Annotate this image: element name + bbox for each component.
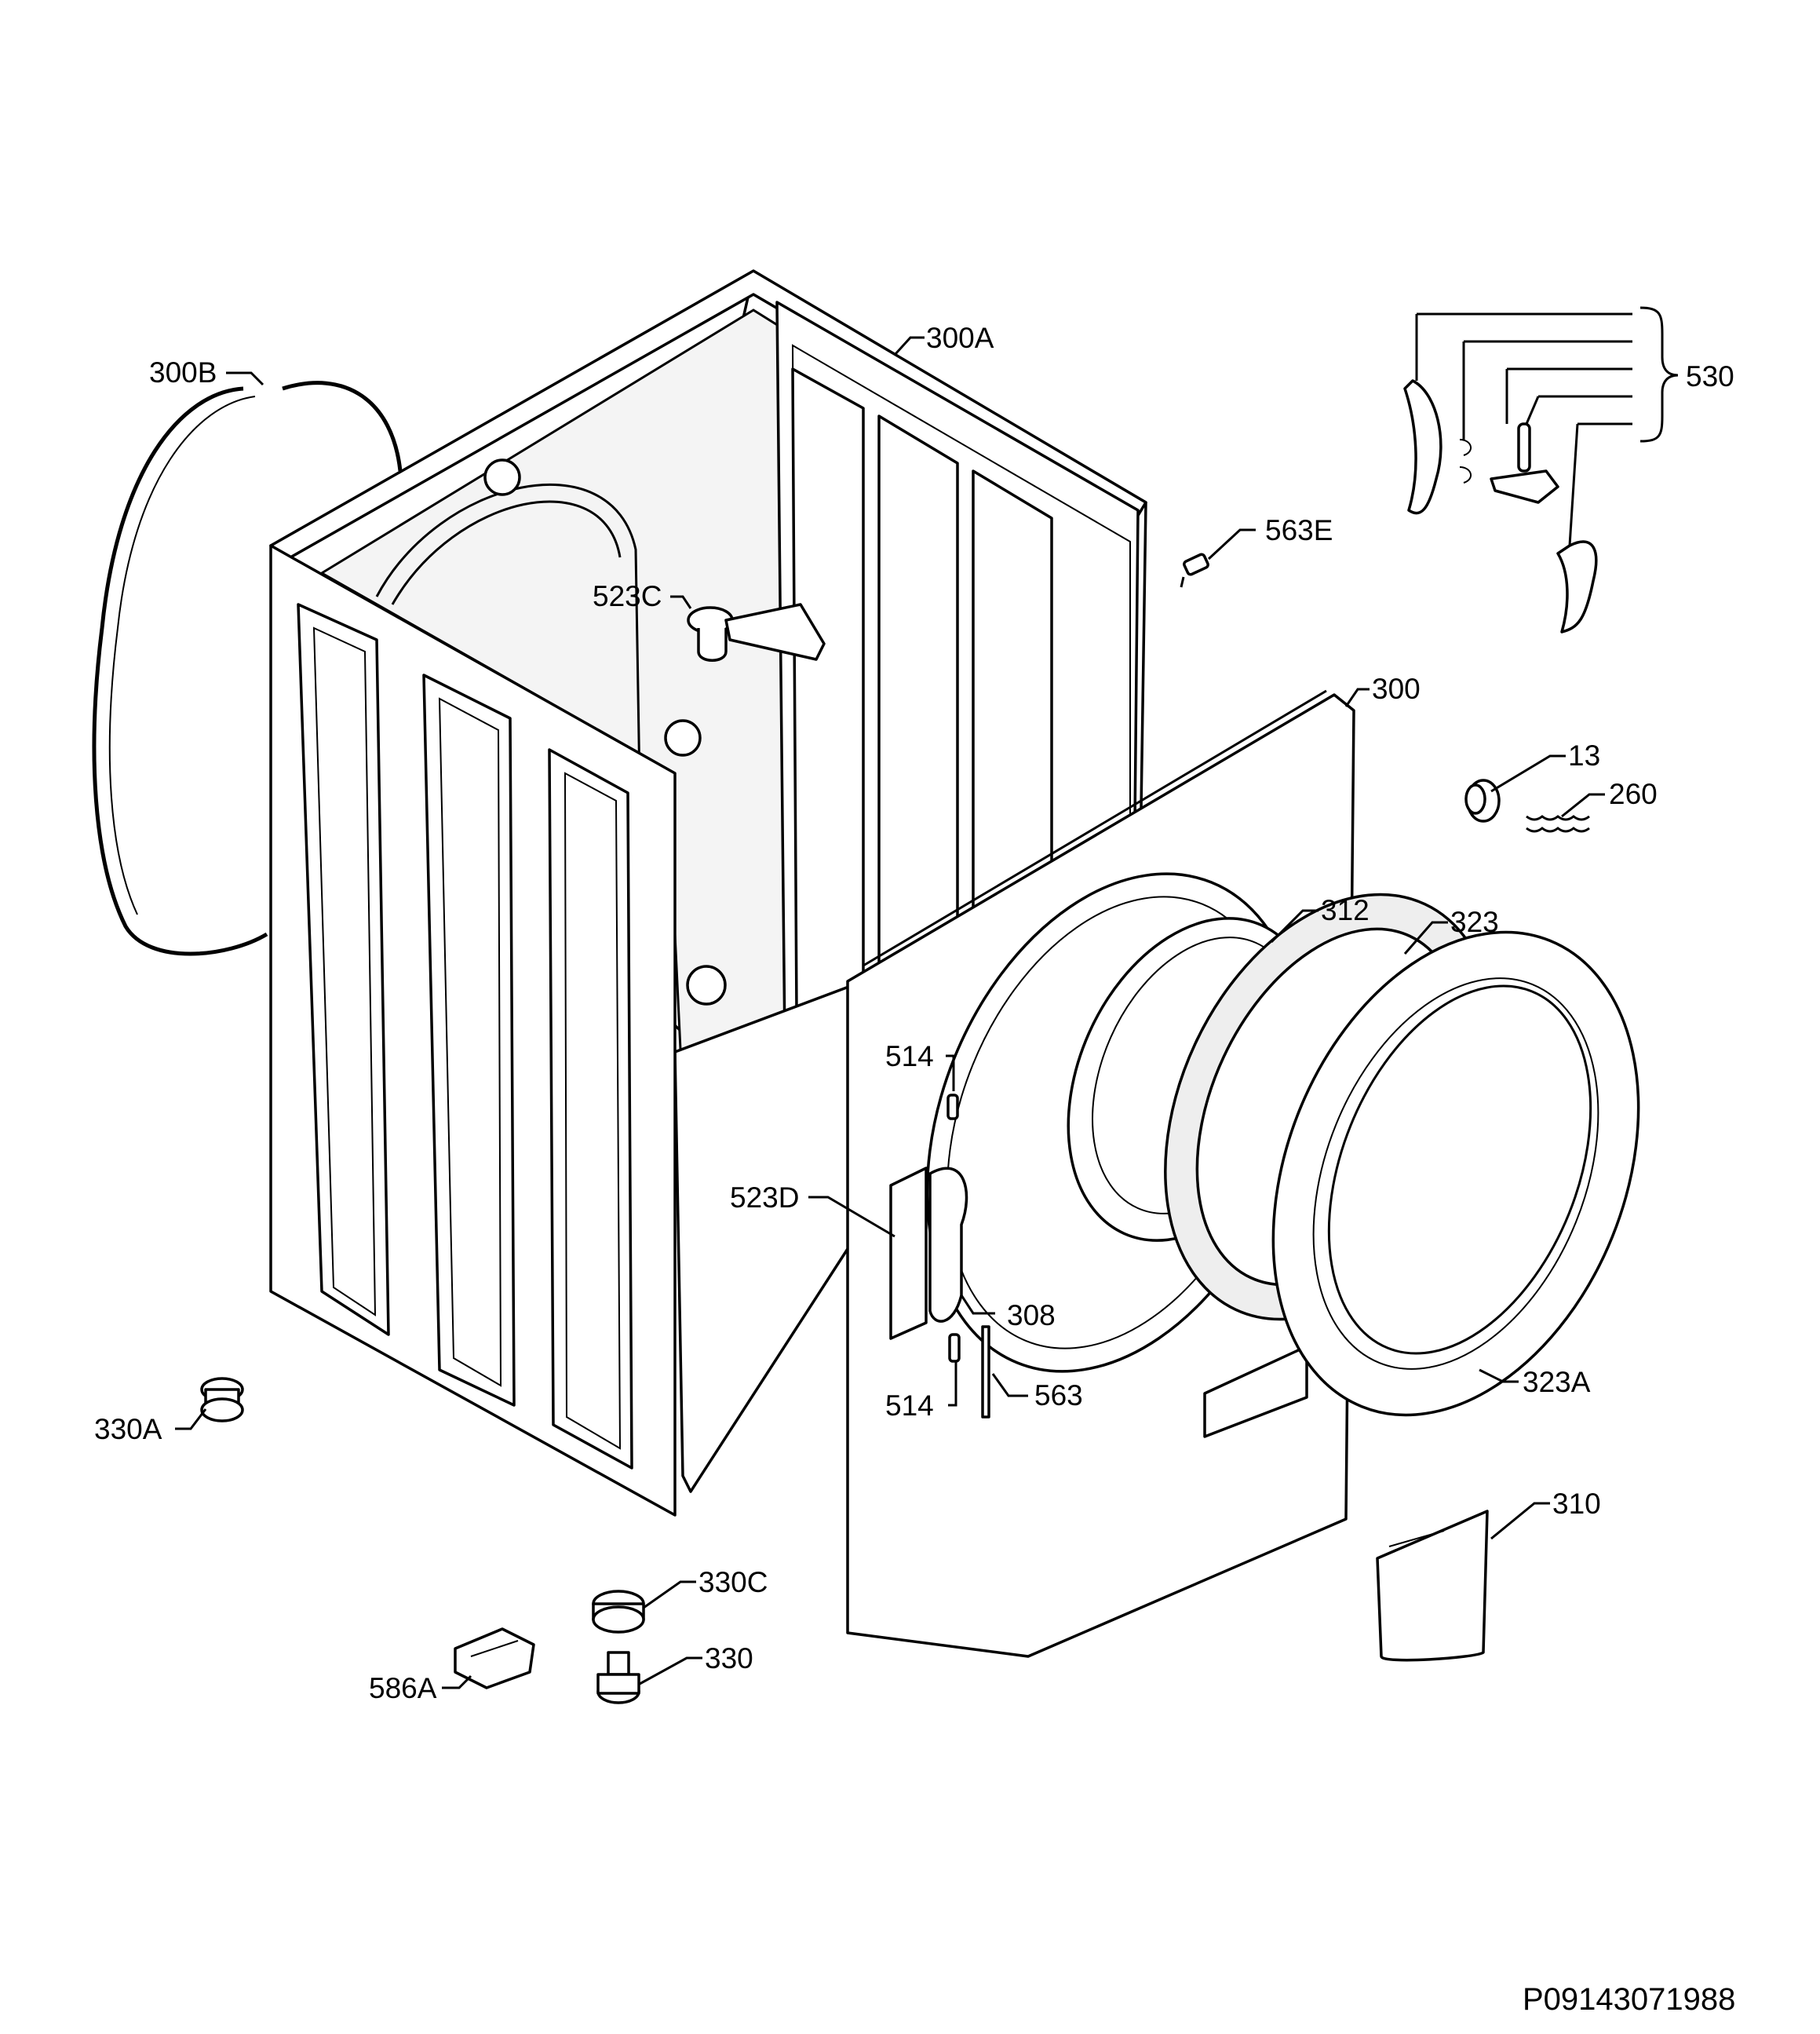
label-13: 13 bbox=[1568, 739, 1600, 772]
label-260: 260 bbox=[1609, 778, 1658, 810]
spring-260 bbox=[1526, 815, 1590, 833]
bushing-13 bbox=[1464, 779, 1501, 823]
bracket-530 bbox=[1639, 306, 1679, 443]
label-310: 310 bbox=[1552, 1488, 1601, 1520]
label-312: 312 bbox=[1321, 894, 1370, 926]
label-330a: 330A bbox=[94, 1413, 162, 1445]
outer-door-ring-323a bbox=[1271, 930, 1640, 1417]
label-323: 323 bbox=[1450, 906, 1499, 938]
labels: 300A 300B 530 563E 523C 300 13 260 312 3… bbox=[94, 322, 1735, 2017]
pin-514-top bbox=[946, 1094, 959, 1120]
label-330c: 330C bbox=[698, 1566, 768, 1598]
label-300a: 300A bbox=[926, 322, 994, 354]
drawing-code: P09143071988 bbox=[1523, 1982, 1735, 2017]
label-586a: 586A bbox=[369, 1672, 437, 1704]
block-586a bbox=[454, 1627, 535, 1689]
label-308: 308 bbox=[1007, 1299, 1056, 1331]
label-563e: 563E bbox=[1265, 514, 1333, 546]
flap-310 bbox=[1376, 1510, 1489, 1662]
clip-563e bbox=[1180, 553, 1209, 588]
label-300: 300 bbox=[1372, 673, 1421, 705]
hinge-523d bbox=[889, 1167, 968, 1340]
seal-rope-300b bbox=[92, 381, 403, 956]
label-523c: 523C bbox=[593, 580, 662, 612]
clamp-523c bbox=[687, 603, 826, 662]
label-523d: 523D bbox=[730, 1181, 799, 1214]
label-323a: 323A bbox=[1523, 1366, 1591, 1398]
label-514-top: 514 bbox=[885, 1040, 934, 1072]
label-330: 330 bbox=[705, 1642, 753, 1674]
label-563: 563 bbox=[1034, 1379, 1083, 1411]
foot-330c bbox=[592, 1590, 645, 1634]
rod-563 bbox=[981, 1325, 990, 1419]
label-514-bottom: 514 bbox=[885, 1389, 934, 1422]
foot-330 bbox=[596, 1651, 640, 1704]
pin-514-bottom bbox=[948, 1333, 961, 1363]
label-300b: 300B bbox=[149, 356, 217, 389]
foot-330a bbox=[200, 1377, 244, 1422]
label-530: 530 bbox=[1686, 360, 1734, 393]
leader-lines bbox=[175, 312, 1632, 1689]
handle-kit-530 bbox=[1403, 379, 1598, 634]
